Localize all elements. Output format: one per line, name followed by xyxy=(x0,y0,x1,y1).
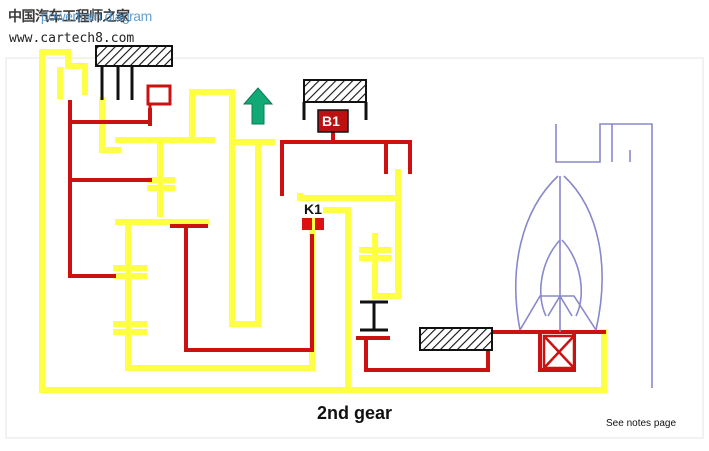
watermark-logo: 中国汽车工程师之家 powertrain diagram xyxy=(8,6,152,26)
yellow-shaft-system xyxy=(39,49,607,393)
watermark-overlap: powertrain diagram xyxy=(40,8,152,24)
output-bearing xyxy=(542,334,576,370)
output-housing xyxy=(419,327,493,351)
watermark-chinese: 中国汽车工程师之家 xyxy=(8,8,130,24)
frame-border xyxy=(5,57,704,439)
output-arrow-icon xyxy=(242,87,274,125)
freewheel xyxy=(360,300,388,332)
gear-title: 2nd gear xyxy=(316,403,393,423)
brake-b1-housing xyxy=(302,79,368,133)
clutch-k1 xyxy=(302,218,324,230)
piston-box xyxy=(146,84,172,106)
clutch-k1-label: K1 xyxy=(304,201,322,217)
brake-b1-label: B1 xyxy=(322,113,340,129)
torque-converter xyxy=(515,123,653,388)
notes-link[interactable]: See notes page xyxy=(606,418,677,429)
left-housing xyxy=(95,45,173,100)
watermark-url: www.cartech8.com xyxy=(9,31,135,46)
